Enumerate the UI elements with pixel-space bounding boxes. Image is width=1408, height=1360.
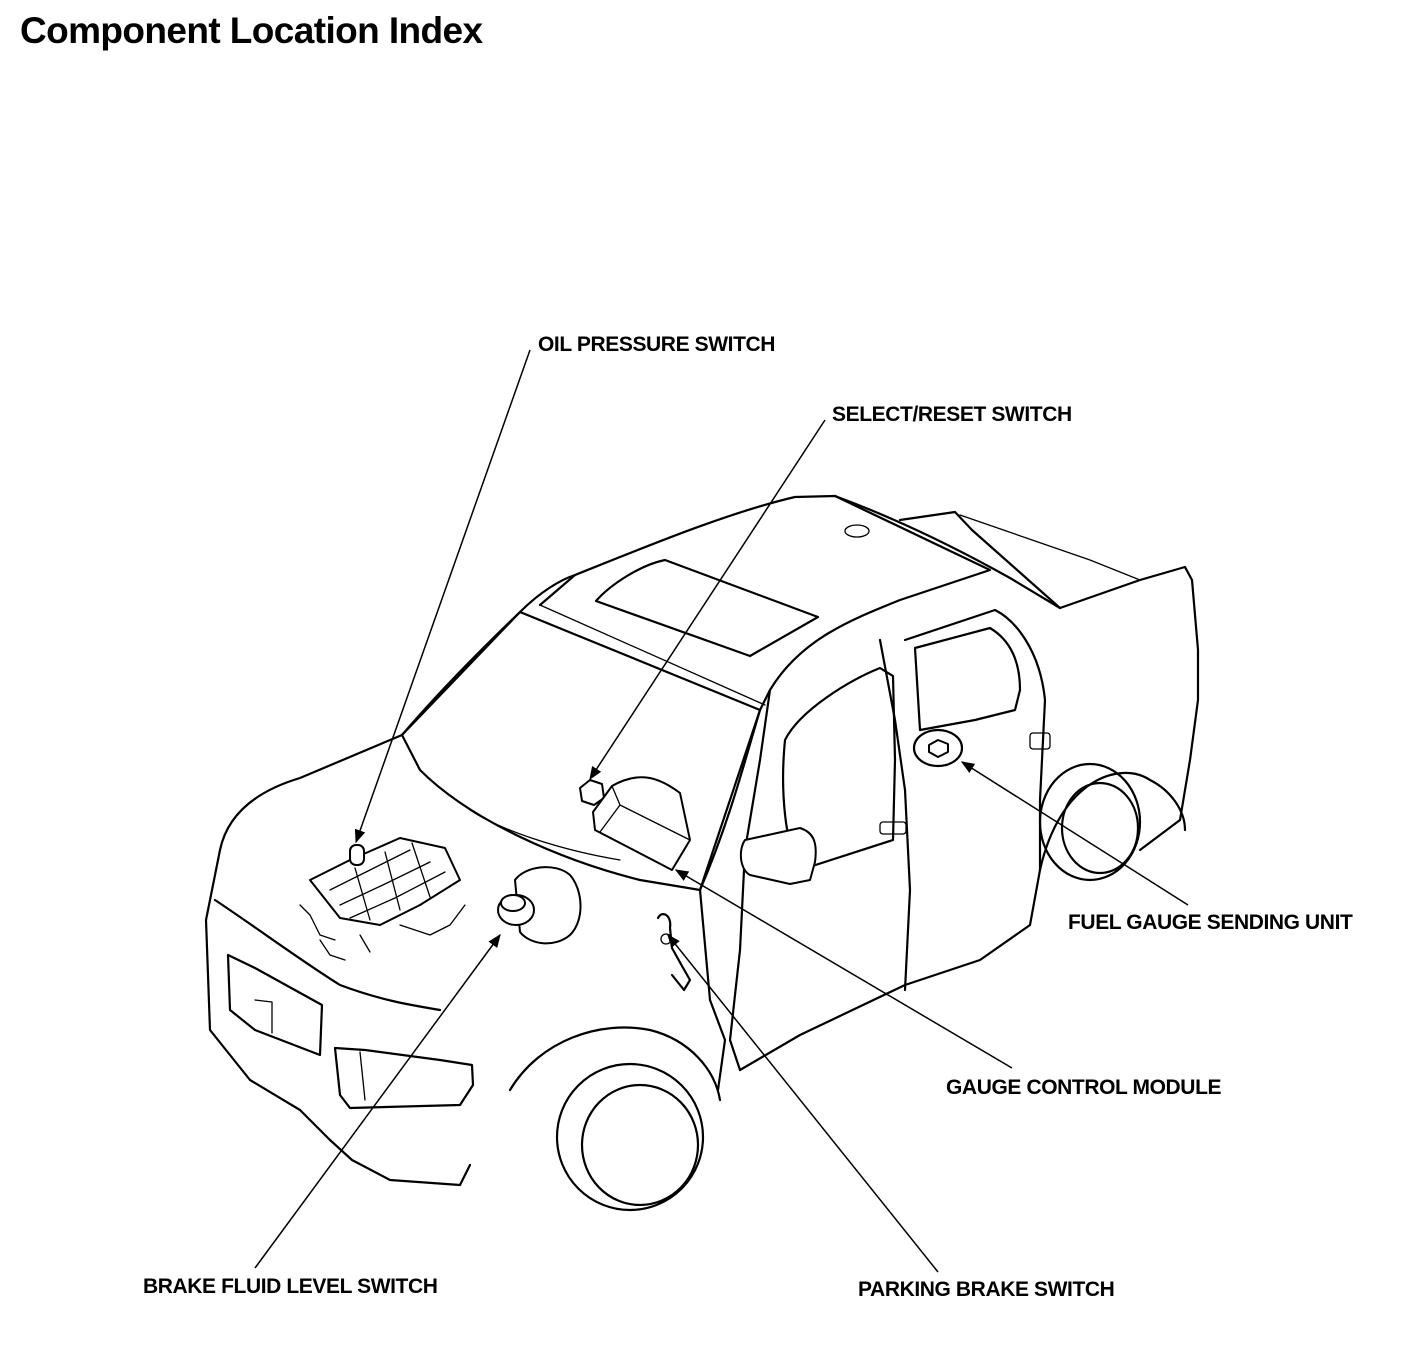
label-oil-pressure-switch: OIL PRESSURE SWITCH bbox=[538, 333, 776, 356]
label-select-reset-switch: SELECT/RESET SWITCH bbox=[832, 403, 1072, 426]
truck-illustration bbox=[204, 494, 1200, 1212]
label-brake-fluid-level-switch: BRAKE FLUID LEVEL SWITCH bbox=[143, 1275, 438, 1298]
leader-select-reset-switch bbox=[589, 419, 826, 781]
brake-master-cylinder-illustration bbox=[497, 866, 582, 945]
parking-brake-lever-part bbox=[656, 913, 692, 992]
leader-oil-pressure-switch bbox=[354, 349, 531, 844]
callout-leaders bbox=[254, 349, 1189, 1273]
leader-gauge-control-module bbox=[674, 869, 1013, 1069]
label-fuel-gauge-sending-unit: FUEL GAUGE SENDING UNIT bbox=[1068, 911, 1353, 934]
oil-pressure-switch-part bbox=[349, 844, 365, 866]
fuel-gauge-sending-unit-part bbox=[928, 739, 949, 758]
page-title: Component Location Index bbox=[20, 10, 483, 51]
label-parking-brake-switch: PARKING BRAKE SWITCH bbox=[858, 1278, 1115, 1301]
gauge-control-module-part bbox=[592, 776, 691, 871]
leader-fuel-gauge-sending-unit bbox=[960, 761, 1189, 906]
leader-brake-fluid-level-switch bbox=[254, 933, 501, 1269]
label-gauge-control-module: GAUGE CONTROL MODULE bbox=[946, 1076, 1222, 1099]
engine-block-illustration bbox=[299, 837, 466, 961]
leader-parking-brake-switch bbox=[667, 933, 939, 1273]
